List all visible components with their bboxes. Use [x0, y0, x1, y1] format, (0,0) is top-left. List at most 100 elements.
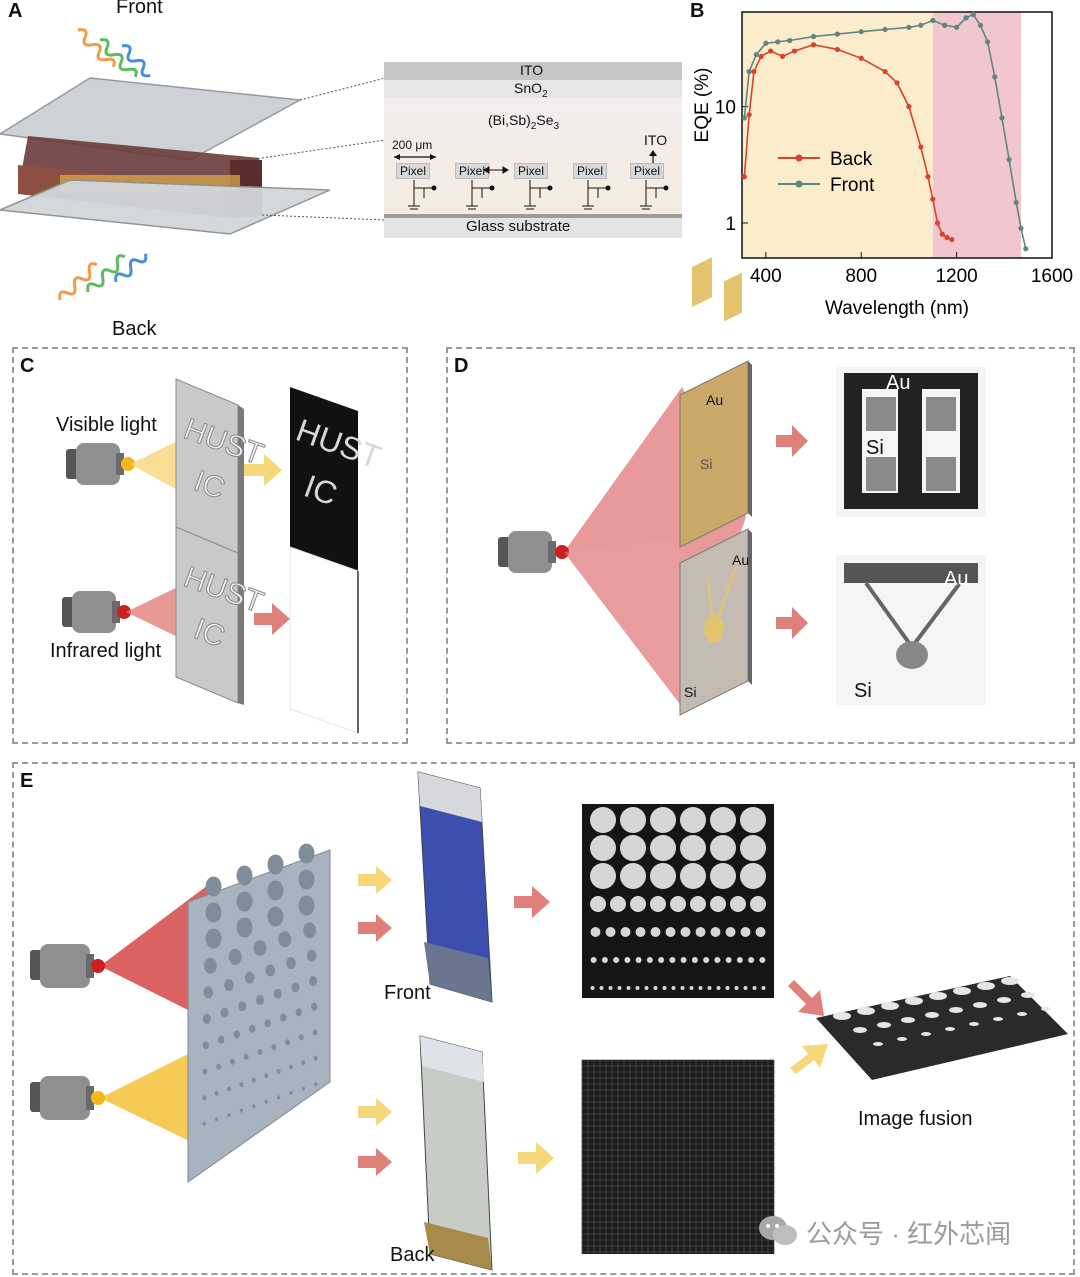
- data-point-front-6: [810, 33, 817, 40]
- data-point-front-3: [763, 40, 769, 46]
- plate-hole: [311, 1002, 318, 1011]
- data-point-front-0: [741, 115, 747, 121]
- plate-hole: [312, 1029, 318, 1036]
- panel-c-frame: [12, 347, 408, 744]
- data-point-back-8: [834, 46, 840, 53]
- front-result-dot: [590, 957, 597, 963]
- plate-hole: [273, 988, 282, 999]
- data-point-back-1: [746, 112, 752, 118]
- plate-hole: [286, 957, 296, 969]
- data-point-front-16: [970, 11, 976, 17]
- fusion-dot: [969, 1022, 979, 1026]
- plate-hole: [289, 1064, 293, 1070]
- data-point-back-11: [894, 80, 900, 86]
- fusion-dot: [973, 1002, 987, 1008]
- front-result-dot: [620, 927, 631, 937]
- plate-hole: [295, 1008, 302, 1017]
- front-result-dot: [752, 986, 757, 990]
- data-point-front-24: [1023, 246, 1029, 252]
- front-result-dot: [590, 863, 616, 889]
- plate-hole: [233, 1030, 240, 1039]
- plate-hole: [236, 865, 253, 886]
- data-point-back-19: [949, 236, 955, 243]
- data-point-front-21: [1006, 157, 1012, 163]
- front-result-dot: [761, 986, 766, 990]
- front-result-dot: [680, 863, 706, 889]
- front-result-dot: [740, 927, 751, 937]
- front-result-dot: [650, 863, 676, 889]
- au-label-result2: Au: [944, 568, 969, 590]
- absorber-text-b: Se: [536, 112, 554, 128]
- si-label-result1: Si: [866, 437, 884, 459]
- absorber-label: (Bi,Sb)2Se3: [488, 112, 559, 132]
- front-result-dot: [740, 863, 766, 889]
- front-result-dot: [680, 957, 687, 963]
- sno2-text: SnO: [514, 80, 543, 96]
- fusion-dot: [833, 1012, 851, 1020]
- fusion-dot: [873, 1042, 883, 1046]
- front-result-dot: [590, 927, 601, 937]
- data-point-front-10: [906, 24, 912, 30]
- plate-hole: [202, 1013, 211, 1024]
- fusion-dot: [877, 1022, 891, 1028]
- plate-hole: [277, 1095, 281, 1100]
- panel-d-illustration: [498, 257, 986, 716]
- fusion-dot: [881, 1002, 899, 1010]
- front-result-dot: [755, 927, 766, 937]
- fusion-dot: [901, 1017, 915, 1023]
- panel-label-e: E: [20, 770, 34, 792]
- front-result-dot: [698, 986, 703, 990]
- sno2-label: SnO2: [514, 80, 548, 100]
- plate-hole: [249, 1024, 256, 1033]
- plate-hole: [239, 1082, 244, 1088]
- front-result-dot: [671, 986, 676, 990]
- plate-hole: [253, 940, 267, 956]
- plate-hole: [218, 1035, 225, 1044]
- front-result-dot: [736, 957, 743, 963]
- y-tick-label-1: 1: [725, 214, 736, 235]
- front-result-dot: [620, 835, 646, 861]
- plate-hole: [264, 1073, 269, 1079]
- legend-label-front: Front: [830, 175, 875, 196]
- front-result-dot: [650, 896, 666, 912]
- watermark-text: 公众号 · 红外芯闻: [806, 1219, 1012, 1249]
- front-label: Front: [116, 0, 163, 18]
- data-point-front-19: [992, 74, 998, 80]
- fusion-dot: [993, 1017, 1003, 1021]
- image-fusion-label: Image fusion: [858, 1108, 973, 1130]
- fusion-dot: [997, 997, 1011, 1003]
- front-result-dot: [610, 896, 626, 912]
- front-result-dot: [620, 863, 646, 889]
- front-result-dot: [725, 986, 730, 990]
- plate-hole: [202, 1095, 207, 1101]
- data-point-back-7: [810, 42, 817, 48]
- plate-hole: [267, 906, 284, 927]
- device-stack-illustration: [0, 28, 386, 301]
- plate-hole: [278, 931, 292, 948]
- fusion-dot: [945, 1027, 955, 1031]
- plate-hole: [236, 917, 253, 938]
- fusion-dot: [949, 1007, 963, 1013]
- plate-hole: [301, 1060, 306, 1066]
- plate-hole: [243, 1053, 249, 1060]
- au-label-result1: Au: [886, 372, 911, 394]
- plate-hole: [314, 1082, 318, 1087]
- plate-hole: [252, 1104, 256, 1109]
- data-point-back-9: [858, 55, 864, 61]
- x-tick-label-1600: 1600: [1031, 266, 1073, 287]
- si-label-chip1: Si: [700, 456, 713, 472]
- front-result-dot: [644, 986, 649, 990]
- front-result-dot: [590, 986, 595, 990]
- back-detector-label: Back: [390, 1244, 435, 1266]
- front-result-dot: [590, 807, 616, 833]
- data-point-back-5: [779, 53, 786, 60]
- data-point-front-12: [930, 17, 936, 24]
- front-result-dot: [590, 835, 616, 861]
- front-result-dot: [650, 807, 676, 833]
- front-result-dot: [759, 957, 766, 963]
- plate-hole: [224, 979, 234, 991]
- plate-hole: [227, 1113, 231, 1117]
- back-label: Back: [112, 318, 157, 340]
- front-result-dot: [750, 896, 766, 912]
